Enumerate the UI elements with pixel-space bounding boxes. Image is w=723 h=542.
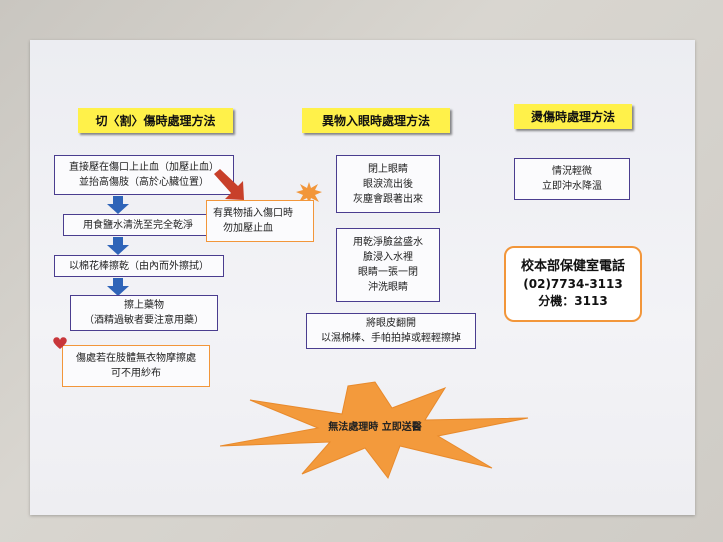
contact-extension: 分機：3113	[538, 294, 608, 309]
eye-step-2-line-4: 沖洗眼睛	[368, 282, 408, 293]
explosion-burst-icon	[220, 381, 529, 480]
cut-step-4-line-1: 擦上藥物	[124, 300, 164, 311]
burn-step-1: 情況輕微 立即沖水降溫	[514, 158, 630, 200]
cut-step-3: 以棉花棒擦乾（由內而外擦拭）	[54, 255, 224, 277]
eye-step-1: 閉上眼睛 眼淚流出後 灰塵會跟著出來	[336, 155, 440, 213]
first-aid-poster: 切〈割〉傷時處理方法 直接壓在傷口上止血（加壓止血） 並抬高傷肢（高於心臟位置）…	[30, 40, 695, 515]
red-arrow-icon	[214, 169, 244, 200]
burn-step-1-line-1: 情況輕微	[552, 166, 592, 177]
eye-step-2-line-3: 眼睛一張一閉	[358, 267, 418, 278]
eye-step-2-line-2: 臉浸入水裡	[363, 252, 413, 263]
eye-step-1-line-2: 眼淚流出後	[363, 178, 413, 190]
eye-step-1-line-3: 灰塵會跟著出來	[353, 193, 423, 205]
contact-phone: (02)7734-3113	[523, 277, 623, 292]
cut-step-4-line-2: （酒精過敏者要注意用藥）	[84, 315, 204, 326]
cut-step-2: 用食鹽水清洗至完全乾淨	[63, 214, 213, 236]
eye-title: 異物入眼時處理方法	[302, 108, 450, 133]
cut-step-3-text: 以棉花棒擦乾（由內而外擦拭）	[69, 260, 209, 272]
eye-step-3: 將眼皮翻開 以濕棉棒、手帕拍掉或輕輕擦掉	[306, 313, 476, 349]
burn-title: 燙傷時處理方法	[514, 104, 632, 129]
down-arrow-icon	[107, 196, 129, 214]
eye-step-1-line-1: 閉上眼睛	[368, 163, 408, 175]
eye-step-3-line-2: 以濕棉棒、手帕拍掉或輕輕擦掉	[321, 333, 461, 344]
cut-step-1-line-1: 直接壓在傷口上止血（加壓止血）	[69, 162, 219, 173]
cut-side-note-line-2: 勿加壓止血	[223, 223, 273, 234]
cut-heart-note-line-1: 傷處若在肢體無衣物摩擦處	[76, 353, 196, 364]
burn-step-1-line-2: 立即沖水降溫	[542, 181, 602, 192]
cut-heart-note: 傷處若在肢體無衣物摩擦處 可不用紗布	[62, 345, 210, 387]
down-arrow-icon	[107, 237, 129, 255]
eye-step-2-line-1: 用乾淨臉盆盛水	[353, 237, 423, 248]
cut-step-4: 擦上藥物 （酒精過敏者要注意用藥）	[70, 295, 218, 331]
eye-step-2: 用乾淨臉盆盛水 臉浸入水裡 眼睛一張一閉 沖洗眼睛	[336, 228, 440, 302]
contact-label: 校本部保健室電話	[520, 259, 625, 275]
seek-medical-help-text: 無法處理時 立即送醫	[328, 422, 422, 433]
cut-side-note-line-1: 有異物插入傷口時	[213, 208, 293, 219]
cut-step-1-line-2: 並抬高傷肢（高於心臟位置）	[79, 177, 209, 188]
cut-side-note: 有異物插入傷口時 勿加壓止血	[206, 200, 314, 242]
cut-title: 切〈割〉傷時處理方法	[78, 108, 233, 133]
heart-icon	[53, 337, 67, 349]
cut-heart-note-line-2: 可不用紗布	[111, 368, 161, 379]
cut-step-1: 直接壓在傷口上止血（加壓止血） 並抬高傷肢（高於心臟位置）	[54, 155, 234, 195]
down-arrow-icon	[107, 278, 129, 296]
cut-step-2-text: 用食鹽水清洗至完全乾淨	[83, 219, 193, 231]
starburst-icon	[296, 182, 322, 204]
health-room-contact: 校本部保健室電話 (02)7734-3113 分機：3113	[504, 246, 642, 322]
eye-step-3-line-1: 將眼皮翻開	[366, 318, 416, 329]
